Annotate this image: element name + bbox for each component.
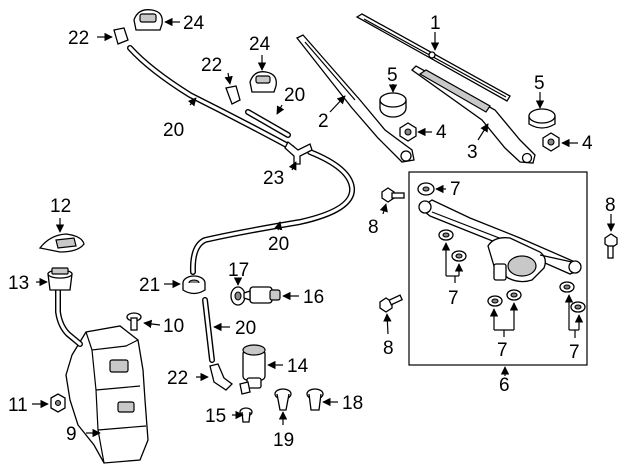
callout-11: 11 bbox=[8, 395, 28, 416]
bolt-8a bbox=[381, 187, 405, 203]
bolt-8b bbox=[604, 233, 618, 259]
callout-16: 16 bbox=[303, 287, 324, 308]
connector-22b bbox=[225, 85, 241, 105]
arm-cap-5a bbox=[379, 92, 407, 118]
wiper-blade-1 bbox=[355, 13, 511, 102]
callout-8c: 8 bbox=[383, 338, 394, 359]
grommet-17 bbox=[230, 286, 246, 306]
washer-hose-20-main bbox=[189, 149, 355, 275]
callout-5a: 5 bbox=[387, 65, 398, 86]
bushing-7b bbox=[438, 229, 454, 241]
callout-18: 18 bbox=[342, 393, 363, 414]
bolt-8c bbox=[379, 294, 404, 313]
washer-reservoir-9 bbox=[65, 325, 149, 464]
bushing-7c bbox=[451, 250, 467, 262]
wiper-arm-3 bbox=[410, 65, 536, 164]
callout-8b: 8 bbox=[605, 195, 616, 216]
callout-7c: 7 bbox=[497, 340, 508, 361]
filler-cap-12 bbox=[38, 233, 85, 253]
callout-21: 21 bbox=[139, 275, 160, 296]
callout-15: 15 bbox=[205, 406, 226, 427]
callout-20a: 20 bbox=[163, 120, 184, 141]
bushing-7f bbox=[559, 281, 575, 293]
wiper-linkage-motor bbox=[418, 199, 582, 283]
connector-22c bbox=[209, 363, 233, 391]
callout-24b: 24 bbox=[249, 34, 271, 55]
callout-1: 1 bbox=[430, 13, 441, 34]
wiper-arm-2 bbox=[295, 34, 415, 163]
callout-20b: 20 bbox=[284, 85, 305, 106]
y-connector-23 bbox=[284, 140, 313, 165]
washer-nozzle-24b bbox=[249, 71, 277, 93]
callout-4a: 4 bbox=[436, 122, 447, 143]
filler-neck-13 bbox=[47, 267, 83, 347]
callout-7a: 7 bbox=[450, 179, 461, 200]
washer-hose-20-upper bbox=[127, 45, 295, 151]
callout-9: 9 bbox=[66, 424, 77, 445]
callout-7d: 7 bbox=[569, 342, 580, 363]
bolt-10 bbox=[126, 312, 142, 331]
callout-13: 13 bbox=[8, 273, 29, 294]
callout-22b: 22 bbox=[201, 55, 222, 76]
callout-23: 23 bbox=[263, 168, 284, 189]
nut-4b bbox=[542, 132, 560, 152]
bushing-7a bbox=[417, 182, 435, 196]
callout-6: 6 bbox=[499, 375, 510, 396]
grommet-18 bbox=[306, 388, 324, 411]
washer-hose-20-short bbox=[245, 109, 291, 138]
washer-nozzle-24a bbox=[133, 9, 163, 31]
callout-17: 17 bbox=[228, 260, 249, 281]
callout-20c: 20 bbox=[268, 234, 289, 255]
callout-4b: 4 bbox=[582, 133, 593, 154]
callout-5b: 5 bbox=[534, 73, 545, 94]
hose-clip-21 bbox=[182, 275, 206, 295]
nut-11 bbox=[50, 393, 66, 413]
callout-labels: 1 2 3 4 4 5 5 6 7 7 7 7 8 8 8 9 10 11 12… bbox=[8, 13, 616, 451]
motor-linkage-box-6 bbox=[408, 171, 588, 366]
callout-12: 12 bbox=[50, 196, 71, 217]
callout-19: 19 bbox=[273, 430, 294, 451]
callout-2: 2 bbox=[318, 111, 329, 132]
washer-pump-14 bbox=[239, 344, 266, 395]
connector-22a bbox=[113, 27, 129, 45]
callout-20d: 20 bbox=[235, 318, 256, 339]
callout-10: 10 bbox=[163, 316, 184, 337]
callout-22c: 22 bbox=[167, 368, 188, 389]
bushing-7e bbox=[506, 289, 522, 301]
callout-24a: 24 bbox=[183, 13, 205, 34]
nut-4a bbox=[399, 122, 417, 142]
callout-14: 14 bbox=[287, 356, 309, 377]
leader-lines bbox=[32, 17, 616, 438]
callout-3: 3 bbox=[467, 142, 478, 163]
callout-22a: 22 bbox=[68, 28, 89, 49]
washer-hose-20-lower bbox=[202, 297, 215, 363]
grommet-19 bbox=[274, 388, 292, 411]
level-sensor-16 bbox=[243, 286, 281, 304]
callout-8a: 8 bbox=[368, 217, 379, 238]
arm-cap-5b bbox=[528, 108, 556, 129]
bushing-7g bbox=[570, 301, 586, 313]
bushing-7d bbox=[487, 295, 503, 307]
callout-7b: 7 bbox=[448, 288, 459, 309]
